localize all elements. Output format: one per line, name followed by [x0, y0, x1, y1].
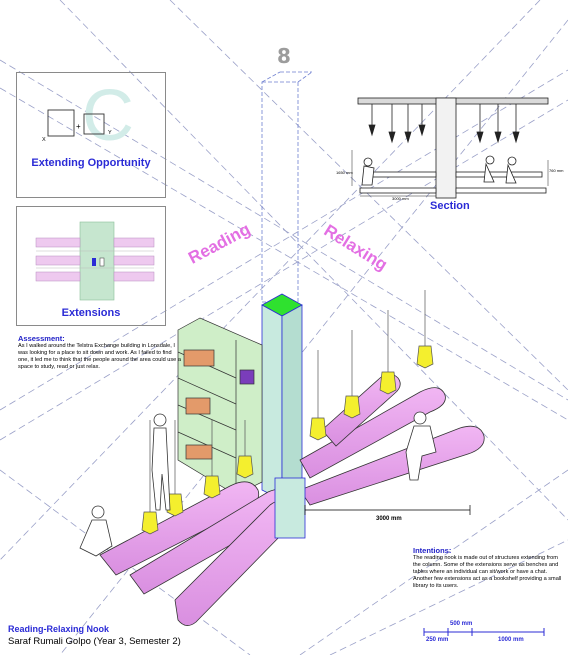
section-drawing — [351, 97, 549, 199]
scale-bar — [423, 628, 545, 636]
dimension-lines — [304, 505, 471, 515]
assessment-heading: Assessment: — [18, 334, 65, 343]
svg-text:C: C — [82, 76, 134, 156]
scale-bar-right-label: 1000 mm — [498, 637, 524, 643]
x-axis-label: X — [42, 137, 46, 143]
section-width-dimension: 3000 mm — [392, 196, 409, 201]
plus-sign: + — [76, 122, 81, 131]
plan-width-dimension: 3000 mm — [376, 516, 402, 522]
footer-subtitle: Saraf Rumali Golpo (Year 3, Semester 2) — [8, 636, 181, 647]
section-height-dimension: 1650 mm — [336, 170, 353, 175]
people — [79, 411, 437, 557]
extensions-box: Extensions — [16, 206, 166, 326]
main-column — [261, 293, 303, 501]
extending-opportunity-box: X + Y Extending Opportunity — [16, 72, 166, 198]
intentions-block: Intentions: The reading nook is made out… — [413, 546, 563, 590]
upper-column-outline — [261, 71, 313, 303]
section-depth-dimension: 760 mm — [549, 168, 564, 173]
section-label: Section — [430, 200, 470, 212]
y-axis-label: Y — [108, 130, 112, 136]
scale-bar-left-label: 250 mm — [426, 637, 449, 643]
assessment-block: Assessment: As I walked around the Telst… — [18, 334, 182, 371]
extending-opportunity-title: Extending Opportunity — [31, 157, 151, 169]
scale-bar-top-label: 500 mm — [450, 621, 473, 627]
extending-diagram: C — [47, 76, 134, 156]
footer-title: Reading-Relaxing Nook — [8, 624, 110, 634]
benches — [99, 373, 485, 626]
assessment-body: As I walked around the Telstra Exchange … — [18, 343, 181, 370]
extensions-title: Extensions — [61, 307, 121, 319]
intentions-body: The reading nook is made out of structur… — [413, 555, 562, 589]
extensions-diagram — [35, 221, 155, 301]
bookshelf — [177, 317, 263, 496]
intentions-heading: Intentions: — [413, 546, 452, 555]
sheet-number: 8 — [277, 44, 291, 68]
